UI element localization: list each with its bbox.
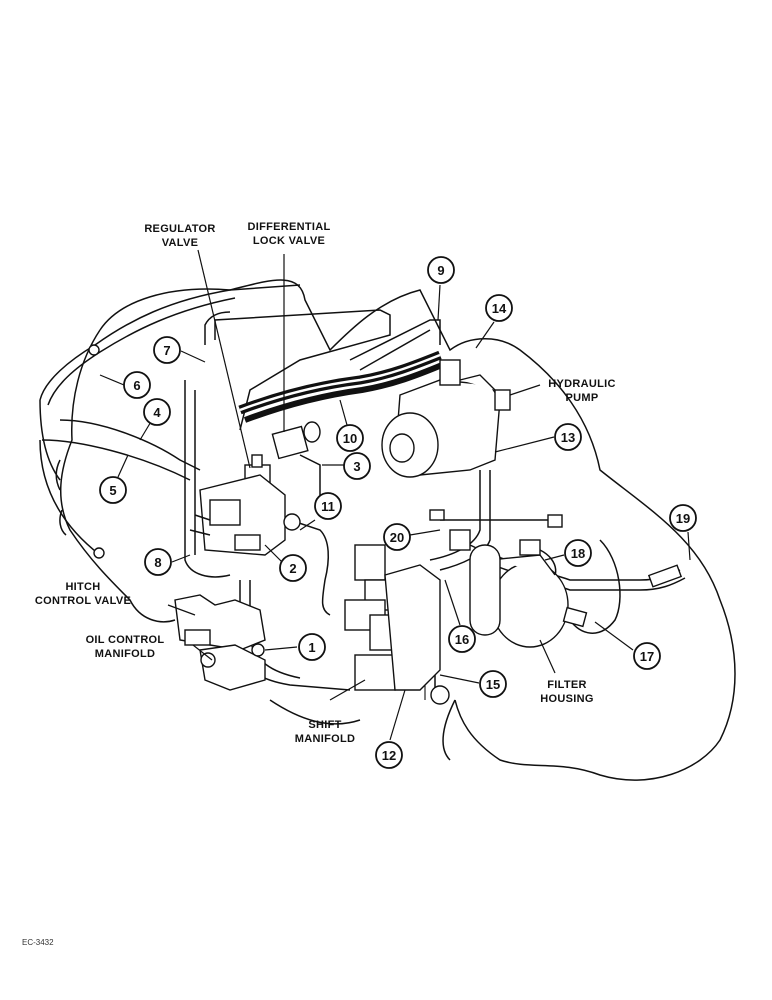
label-regulator-valve-line1: REGULATOR — [144, 223, 215, 235]
callout-4: 4 — [143, 398, 171, 426]
callout-5: 5 — [99, 476, 127, 504]
hitch-control-valve — [174, 594, 266, 651]
svg-text:6: 6 — [133, 378, 140, 393]
callout-19: 19 — [669, 504, 697, 532]
callout-10: 10 — [336, 424, 364, 452]
svg-text:9: 9 — [437, 263, 444, 278]
svg-text:4: 4 — [153, 405, 161, 420]
callout-13: 13 — [554, 423, 582, 451]
oil-control-manifold — [199, 643, 266, 691]
label-hitch-control-valve-line1: HITCH — [65, 581, 100, 593]
svg-text:16: 16 — [455, 632, 469, 647]
label-differential-lock-valve-line1: DIFFERENTIAL — [247, 221, 330, 233]
hydraulic-pump — [381, 359, 511, 478]
callout-12: 12 — [375, 741, 403, 769]
callout-11: 11 — [314, 492, 342, 520]
svg-text:5: 5 — [109, 483, 116, 498]
callout-2: 2 — [279, 554, 307, 582]
svg-text:19: 19 — [676, 511, 690, 526]
callout-7: 7 — [153, 336, 181, 364]
label-regulator-valve-line2: VALVE — [162, 237, 199, 249]
callout-20: 20 — [383, 523, 411, 551]
callout-18: 18 — [564, 539, 592, 567]
svg-text:14: 14 — [492, 301, 507, 316]
svg-text:11: 11 — [321, 499, 335, 514]
label-differential-lock-valve-line2: LOCK VALVE — [253, 235, 325, 247]
svg-text:8: 8 — [154, 555, 161, 570]
callout-6: 6 — [123, 371, 151, 399]
callout-9: 9 — [427, 256, 455, 284]
label-filter-housing-line1: FILTER — [547, 679, 586, 691]
label-shift-manifold-line1: SHIFT — [308, 719, 341, 731]
svg-text:2: 2 — [289, 561, 296, 576]
svg-text:1: 1 — [308, 640, 315, 655]
callout-14: 14 — [485, 294, 513, 322]
figure-code: EC-3432 — [22, 938, 54, 947]
black-hose — [238, 350, 444, 423]
callout-8: 8 — [144, 548, 172, 576]
svg-text:12: 12 — [382, 748, 396, 763]
shift-manifold — [344, 544, 450, 705]
svg-text:15: 15 — [486, 677, 500, 692]
svg-text:20: 20 — [390, 530, 404, 545]
label-hydraulic-pump-line1: HYDRAULIC — [548, 378, 615, 390]
callout-numbers: 1 2 3 4 5 6 7 8 9 10 11 12 13 14 15 16 1… — [99, 256, 697, 769]
svg-text:7: 7 — [163, 343, 170, 358]
component-labels: REGULATOR VALVE DIFFERENTIAL LOCK VALVE … — [35, 221, 616, 745]
callout-17: 17 — [633, 642, 661, 670]
callout-16: 16 — [448, 625, 476, 653]
callout-3: 3 — [343, 452, 371, 480]
svg-text:13: 13 — [561, 430, 575, 445]
svg-text:17: 17 — [640, 649, 654, 664]
label-hydraulic-pump-line2: PUMP — [566, 392, 599, 404]
label-hitch-control-valve-line2: CONTROL VALVE — [35, 595, 131, 607]
svg-text:10: 10 — [343, 431, 357, 446]
callout-1: 1 — [298, 633, 326, 661]
callout-leaders — [99, 249, 691, 741]
label-filter-housing-line2: HOUSING — [540, 693, 593, 705]
fittings — [88, 344, 683, 588]
svg-text:18: 18 — [571, 546, 585, 561]
label-oil-control-manifold-line1: OIL CONTROL — [86, 634, 165, 646]
callout-15: 15 — [479, 670, 507, 698]
svg-text:3: 3 — [353, 459, 360, 474]
label-oil-control-manifold-line2: MANIFOLD — [95, 648, 155, 660]
filter-housing — [469, 544, 588, 648]
label-shift-manifold-line2: MANIFOLD — [295, 733, 355, 745]
valve-body-2 — [189, 474, 301, 556]
